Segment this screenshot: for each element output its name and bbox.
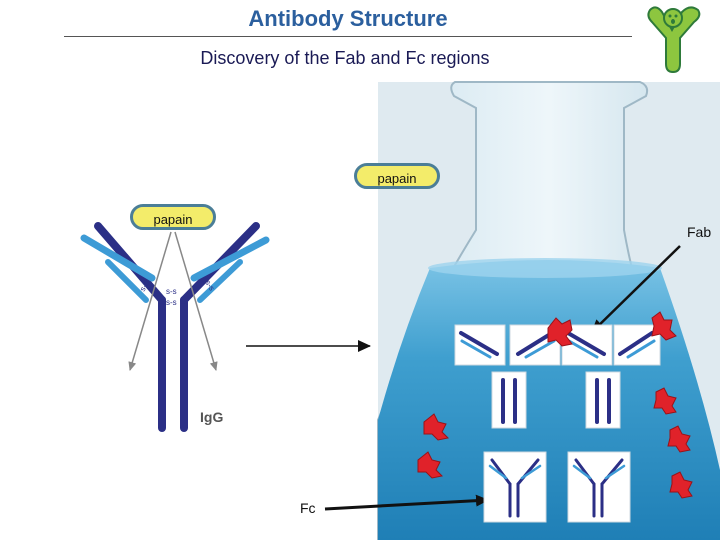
papain-label-flask: papain — [354, 163, 440, 189]
papain-blob — [653, 387, 677, 415]
disulfide-label-hinge-1: s-s — [166, 287, 177, 296]
cleavage-arrow-right — [174, 231, 218, 371]
fc-pointer-arrow — [324, 494, 489, 511]
igg-label: IgG — [200, 409, 223, 425]
flask — [377, 81, 720, 540]
papain-molecules — [417, 311, 693, 499]
fc-fragment-panels — [491, 371, 621, 429]
papain-blob — [423, 413, 450, 441]
fc-label: Fc — [300, 500, 316, 516]
papain-label-antibody: papain — [130, 204, 216, 230]
intact-igg-panels — [483, 451, 631, 523]
fab-label: Fab — [687, 224, 712, 240]
page-subtitle: Discovery of the Fab and Fc regions — [200, 48, 490, 68]
disulfide-label-hinge-2: s-s — [166, 298, 177, 307]
page-title: Antibody Structure — [248, 6, 448, 31]
papain-blob — [547, 317, 573, 347]
y-figure-logo-icon — [647, 6, 701, 74]
papain-blob — [417, 451, 444, 479]
papain-blob — [669, 471, 693, 499]
fab-pointer-arrow — [591, 245, 681, 333]
igg-antibody — [80, 222, 270, 432]
fab-fragment-panels — [454, 324, 661, 366]
title-divider — [64, 36, 632, 37]
papain-blob — [651, 311, 677, 341]
papain-blob — [667, 425, 691, 453]
cleavage-arrow-left — [128, 231, 172, 371]
